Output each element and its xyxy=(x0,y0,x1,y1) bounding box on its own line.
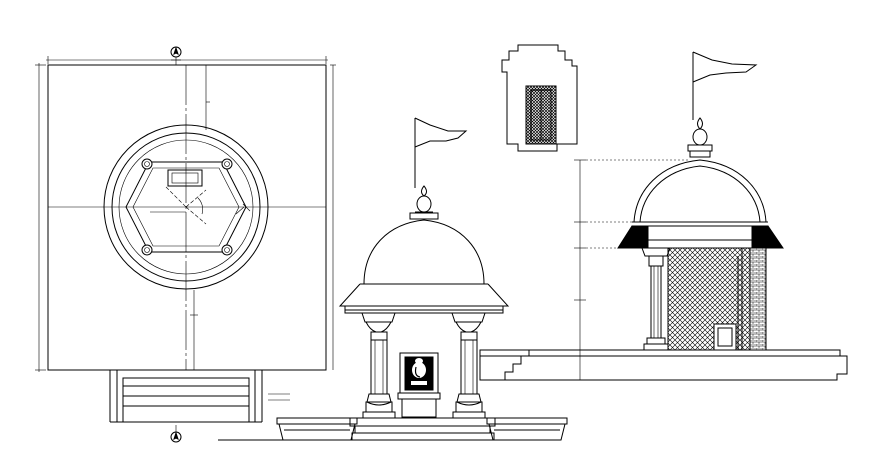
flag-section xyxy=(692,51,758,120)
section-view xyxy=(479,51,848,381)
section-cornice-left xyxy=(617,225,649,249)
flag-front xyxy=(414,117,468,188)
plan-pillar xyxy=(141,244,153,256)
planter-left xyxy=(276,417,358,441)
plan-pillar xyxy=(141,158,153,170)
section-height-dimension xyxy=(574,159,690,381)
plan-outer-boundary xyxy=(47,64,327,371)
front-elevation xyxy=(218,117,568,441)
plan-title-note xyxy=(268,393,290,401)
planter-right xyxy=(486,417,568,441)
section-plinth xyxy=(479,349,848,381)
north-marker-bottom xyxy=(170,425,182,443)
plan-idol-pedestal xyxy=(167,169,203,187)
detail-outline xyxy=(501,44,578,152)
section-steps xyxy=(504,350,530,380)
floor-plan xyxy=(35,46,336,443)
plan-pillar xyxy=(221,244,233,256)
shrine-platform xyxy=(349,417,496,427)
section-right-wall xyxy=(749,247,767,351)
plan-inner-ring xyxy=(111,132,261,282)
pillar-left-front xyxy=(361,312,396,419)
plan-outer-ring xyxy=(103,124,269,290)
north-marker-top xyxy=(170,46,182,65)
section-pillar-left xyxy=(641,247,671,351)
plan-entrance-steps xyxy=(109,370,263,423)
pedestal-detail xyxy=(501,44,578,152)
idol-ganesha xyxy=(397,352,441,418)
pillar-right-front xyxy=(451,312,486,419)
canopy-skirt-front xyxy=(338,283,510,307)
dome-section xyxy=(633,159,767,223)
plan-pillar xyxy=(221,158,233,170)
dome-front xyxy=(363,219,485,285)
kalash-finial-section xyxy=(687,117,713,158)
kalash-finial-front xyxy=(409,185,439,220)
